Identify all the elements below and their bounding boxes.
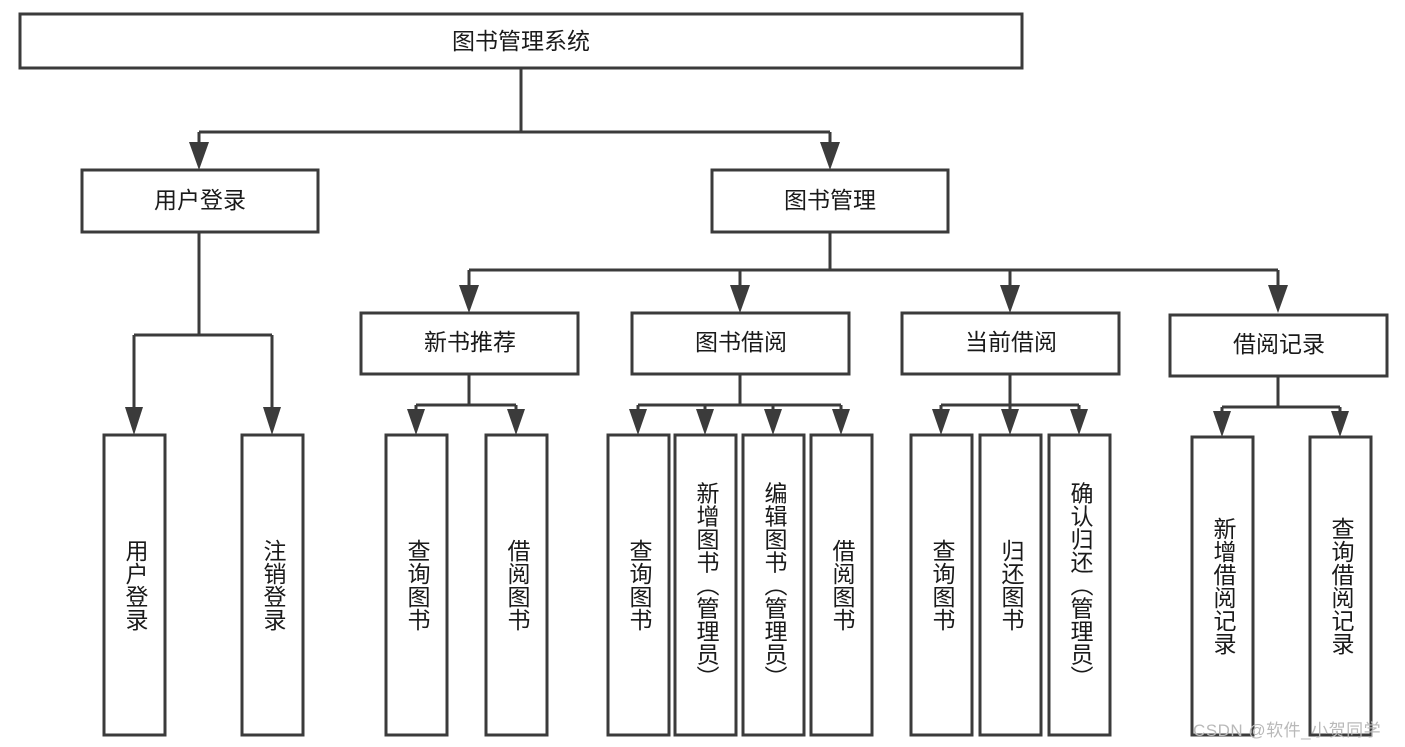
- node-current-borrow-box[interactable]: [900, 311, 1121, 376]
- arrow-head-leaf-logout: [263, 407, 281, 435]
- node-leaf-query-book-1-label: 查询图书: [404, 539, 431, 631]
- node-leaf-borrow-book-1-box[interactable]: [484, 433, 549, 737]
- connectors-current-borrow-to-leaves: [932, 374, 1088, 435]
- node-leaf-query-book-3[interactable]: 查询图书: [909, 433, 974, 737]
- node-root-box[interactable]: [18, 12, 1024, 70]
- node-book-borrow-box[interactable]: [630, 311, 851, 376]
- node-leaf-confirm-return-box[interactable]: [1047, 433, 1112, 737]
- node-leaf-return-book-box[interactable]: [978, 433, 1043, 737]
- node-leaf-add-record-box[interactable]: [1190, 435, 1255, 737]
- connectors-new-book-to-leaves: [407, 374, 525, 435]
- node-current-borrow[interactable]: 当前借阅: [900, 311, 1121, 376]
- connectors-book-management-to-level3: [459, 232, 1288, 313]
- node-leaf-confirm-return[interactable]: 确认归还（管理员）: [1047, 433, 1112, 737]
- node-new-book-recommend-label: 新书推荐: [424, 329, 516, 355]
- node-book-borrow-label: 图书借阅: [695, 329, 787, 355]
- node-book-management-box[interactable]: [710, 168, 950, 234]
- node-leaf-query-book-3-label: 查询图书: [929, 539, 956, 631]
- node-leaf-confirm-return-label: 确认归还（管理员）: [1067, 482, 1094, 689]
- node-leaf-return-book-label: 归还图书: [998, 539, 1025, 631]
- node-book-management[interactable]: 图书管理: [710, 168, 950, 234]
- arrow-head-current-borrow: [1000, 285, 1020, 313]
- node-root[interactable]: 图书管理系统: [18, 12, 1024, 70]
- arrow-head-leaf-add-book: [696, 409, 714, 435]
- node-leaf-user-login[interactable]: 用户登录: [102, 433, 167, 737]
- node-new-book-recommend-box[interactable]: [359, 311, 580, 376]
- node-leaf-query-record-box[interactable]: [1308, 435, 1373, 737]
- node-leaf-add-book-label: 新增图书（管理员）: [693, 482, 720, 689]
- node-leaf-query-book-2-label: 查询图书: [626, 539, 653, 631]
- arrow-head-user-login: [189, 142, 209, 170]
- node-user-login-label: 用户登录: [154, 187, 246, 213]
- node-root-label: 图书管理系统: [452, 28, 590, 54]
- node-book-management-label: 图书管理: [784, 187, 876, 213]
- node-leaf-query-book-2[interactable]: 查询图书: [606, 433, 671, 737]
- arrow-head-book-borrow: [730, 285, 750, 313]
- arrow-head-leaf-add-record: [1213, 411, 1231, 437]
- node-leaf-query-record-label: 查询借阅记录: [1328, 517, 1355, 655]
- node-leaf-user-login-label: 用户登录: [122, 539, 149, 631]
- node-leaf-query-book-2-box[interactable]: [606, 433, 671, 737]
- arrow-head-leaf-query-record: [1331, 411, 1349, 437]
- node-borrow-record-label: 借阅记录: [1233, 331, 1325, 357]
- connectors-borrow-record-to-leaves: [1213, 374, 1349, 437]
- arrow-head-leaf-borrow-book-1: [507, 409, 525, 435]
- node-leaf-borrow-book-2-label: 借阅图书: [829, 539, 856, 631]
- node-leaf-query-book-1-box[interactable]: [384, 433, 449, 737]
- node-leaf-edit-book[interactable]: 编辑图书（管理员）: [741, 433, 806, 737]
- arrow-head-leaf-query-book-3: [932, 409, 950, 435]
- node-leaf-borrow-book-2-box[interactable]: [809, 433, 874, 737]
- arrow-head-leaf-borrow-book-2: [832, 409, 850, 435]
- node-leaf-return-book[interactable]: 归还图书: [978, 433, 1043, 737]
- node-leaf-logout[interactable]: 注销登录: [240, 433, 305, 737]
- arrow-head-leaf-return-book: [1001, 409, 1019, 435]
- node-leaf-logout-label: 注销登录: [260, 539, 287, 631]
- arrow-head-leaf-query-book-1: [407, 409, 425, 435]
- arrow-head-borrow-record: [1268, 285, 1288, 313]
- node-new-book-recommend[interactable]: 新书推荐: [359, 311, 580, 376]
- node-leaf-user-login-box[interactable]: [102, 433, 167, 737]
- arrow-head-leaf-confirm-return: [1070, 409, 1088, 435]
- node-leaf-logout-box[interactable]: [240, 433, 305, 737]
- node-leaf-edit-book-label: 编辑图书（管理员）: [761, 482, 788, 689]
- node-leaf-add-record-label: 新增借阅记录: [1210, 517, 1237, 655]
- node-leaf-borrow-book-1[interactable]: 借阅图书: [484, 433, 549, 737]
- node-current-borrow-label: 当前借阅: [965, 329, 1057, 355]
- connectors-root-to-level2: [189, 68, 840, 170]
- node-leaf-query-book-3-box[interactable]: [909, 433, 974, 737]
- node-leaf-add-record[interactable]: 新增借阅记录: [1190, 435, 1255, 737]
- arrow-head-book-management: [820, 142, 840, 170]
- arrow-head-new-book: [459, 285, 479, 313]
- node-leaf-borrow-book-2[interactable]: 借阅图书: [809, 433, 874, 737]
- node-borrow-record-box[interactable]: [1168, 313, 1389, 378]
- node-leaf-add-book[interactable]: 新增图书（管理员）: [673, 433, 738, 737]
- connectors-book-borrow-to-leaves: [629, 374, 850, 435]
- node-user-login-box[interactable]: [80, 168, 320, 234]
- node-leaf-borrow-book-1-label: 借阅图书: [504, 539, 531, 631]
- node-leaf-query-book-1[interactable]: 查询图书: [384, 433, 449, 737]
- arrow-head-leaf-user-login: [125, 407, 143, 435]
- node-user-login[interactable]: 用户登录: [80, 168, 320, 234]
- node-borrow-record[interactable]: 借阅记录: [1168, 313, 1389, 378]
- node-leaf-edit-book-box[interactable]: [741, 433, 806, 737]
- arrow-head-leaf-query-book-2: [629, 409, 647, 435]
- arrow-head-leaf-edit-book: [764, 409, 782, 435]
- csdn-watermark: CSDN @软件_小贺同学: [1193, 721, 1382, 740]
- node-book-borrow[interactable]: 图书借阅: [630, 311, 851, 376]
- connectors-user-login-to-leaves: [125, 232, 281, 435]
- node-leaf-add-book-box[interactable]: [673, 433, 738, 737]
- node-leaf-query-record[interactable]: 查询借阅记录: [1308, 435, 1373, 737]
